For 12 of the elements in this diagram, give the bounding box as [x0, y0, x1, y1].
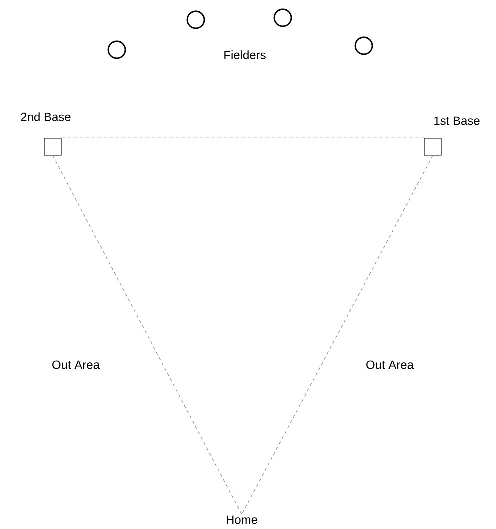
- area-label: Out Area: [366, 360, 414, 370]
- fielders-label: Fielders: [224, 50, 266, 60]
- fielder-circle: [354, 36, 374, 56]
- area-label: Out Area: [52, 360, 100, 370]
- dashed-line: [242, 156, 434, 515]
- base-label: 2nd Base: [21, 112, 71, 122]
- home-label: Home: [226, 516, 258, 524]
- fielder-circle: [186, 10, 206, 30]
- fielder-circle: [274, 8, 292, 28]
- dashed-line: [52, 156, 242, 515]
- fielder-circle: [108, 40, 126, 60]
- base-label: 1st Base: [434, 116, 480, 126]
